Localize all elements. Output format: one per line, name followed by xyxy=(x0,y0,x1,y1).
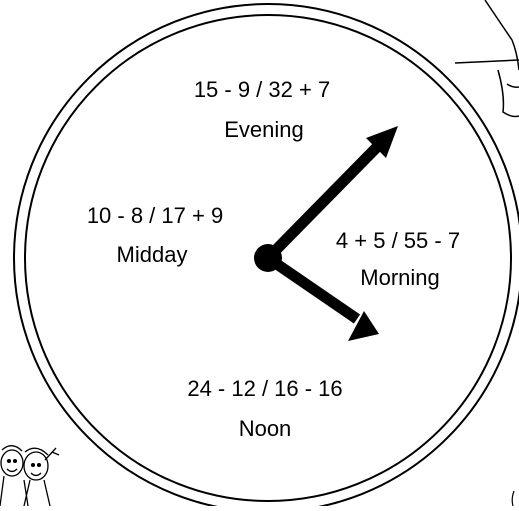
noon-equation: 24 - 12 / 16 - 16 xyxy=(187,378,342,400)
cartoon-children-bottom-left xyxy=(0,446,59,506)
midday-label: Midday xyxy=(117,244,188,266)
clock-center-hub xyxy=(254,244,282,272)
morning-equation: 4 + 5 / 55 - 7 xyxy=(336,230,460,252)
midday-equation: 10 - 8 / 17 + 9 xyxy=(87,205,223,227)
morning-label: Morning xyxy=(360,267,439,289)
decoration-mark-bottom-right xyxy=(512,491,514,506)
noon-label: Noon xyxy=(239,418,292,440)
evening-equation: 15 - 9 / 32 + 7 xyxy=(194,79,330,101)
evening-label: Evening xyxy=(224,119,304,141)
